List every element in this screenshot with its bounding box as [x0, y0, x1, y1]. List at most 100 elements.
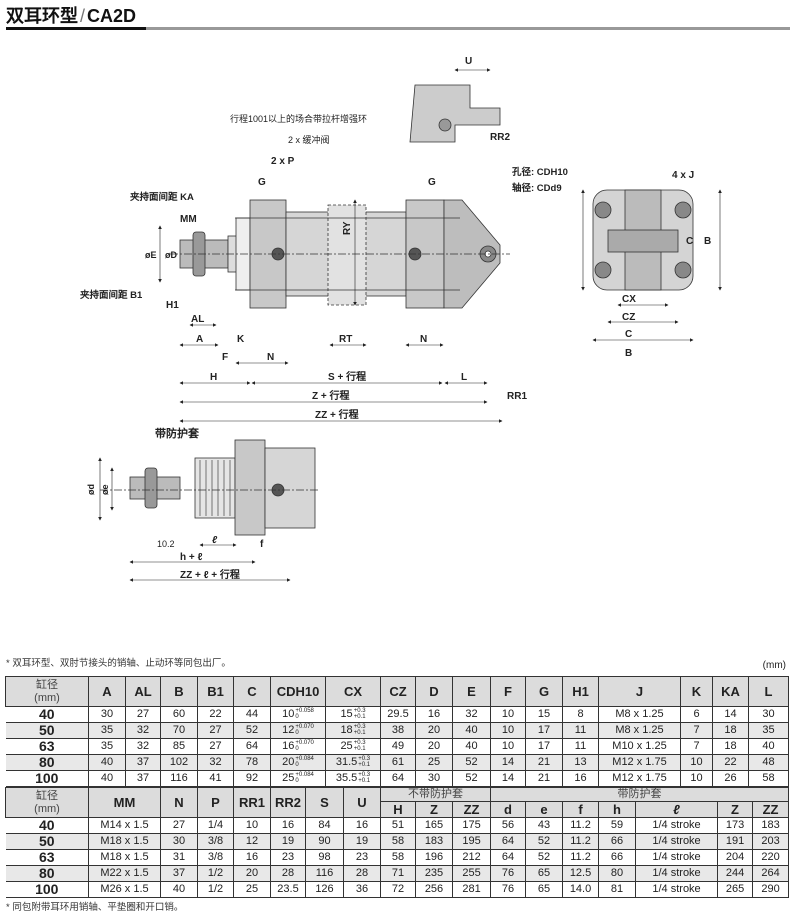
cell-k: 7: [680, 722, 713, 739]
table-cell: 31: [160, 849, 198, 866]
cell-d: 20: [415, 738, 453, 755]
column-header: G: [525, 676, 563, 707]
table-cell: 80: [598, 865, 637, 882]
cell-h1: 11: [562, 738, 599, 755]
cell-f: 14: [490, 770, 526, 787]
label-RR2: RR2: [490, 132, 510, 143]
label-D: øD: [165, 250, 177, 260]
column-header: CX: [325, 676, 381, 707]
bore-cell: 100: [5, 770, 89, 787]
table-cell: M14 x 1.5: [88, 817, 161, 834]
label-RY: RY: [342, 221, 353, 235]
cell-b1: 41: [197, 770, 234, 787]
cell-f: 10: [490, 706, 526, 723]
tolerance-lower: 0: [295, 730, 299, 736]
cell-k: 6: [680, 706, 713, 723]
label-F: F: [222, 352, 228, 363]
table-cell: 183: [752, 817, 790, 834]
column-header: J: [598, 676, 681, 707]
tolerance-upper: +0.070: [295, 724, 314, 730]
table-cell: 65: [525, 881, 564, 898]
table-cell: 36: [343, 881, 381, 898]
cell-f: 10: [490, 722, 526, 739]
label-L: L: [461, 372, 467, 383]
cell-l: 40: [748, 738, 789, 755]
top-detail-view: [409, 84, 501, 143]
cell-g: 17: [525, 738, 563, 755]
table-cell: 71: [380, 865, 416, 882]
cell-f: 10: [490, 738, 526, 755]
cell-b1: 27: [197, 722, 234, 739]
column-header: F: [490, 676, 526, 707]
table-cell: 58: [380, 849, 416, 866]
label-ZZ: ZZ + 行程: [315, 408, 359, 421]
table-cell: 28: [343, 865, 381, 882]
tolerance-upper: +0.3: [353, 724, 366, 730]
table-cell: 76: [490, 865, 527, 882]
cell-cx: 25+0.3+0.1: [325, 738, 381, 755]
table-cell: 191: [717, 833, 754, 850]
table-cell: 98: [305, 849, 344, 866]
label-H1: H1: [166, 300, 179, 311]
cell-ka: 18: [712, 738, 749, 755]
title-model: CA2D: [87, 6, 137, 26]
table-cell: 58: [380, 833, 416, 850]
tolerance-upper: +0.070: [295, 740, 314, 746]
table-cell: 255: [451, 865, 492, 882]
column-header: H1: [562, 676, 599, 707]
table-cell: 175: [451, 817, 492, 834]
bore-cell: 50: [5, 722, 89, 739]
cell-cx: 35.5+0.3+0.1: [325, 770, 381, 787]
cell-al: 32: [125, 722, 161, 739]
cell-k: 7: [680, 738, 713, 755]
tolerance: +0.3+0.1: [354, 724, 366, 736]
table-cell: 220: [752, 849, 790, 866]
cell-c: 44: [233, 706, 271, 723]
table-cell: 64: [490, 833, 527, 850]
cell-h1: 16: [562, 770, 599, 787]
cell-b: 116: [160, 770, 198, 787]
label-C2: C: [625, 329, 632, 340]
column-header: D: [415, 676, 453, 707]
cell-b: 70: [160, 722, 198, 739]
cell-g: 15: [525, 706, 563, 723]
label-U: U: [465, 56, 472, 67]
table-cell: 66: [598, 833, 637, 850]
column-header: ZZ: [752, 801, 790, 818]
column-header: N: [160, 787, 198, 818]
cell-g: 21: [525, 770, 563, 787]
boot-label-l: ℓ: [212, 535, 218, 546]
tolerance: +0.3+0.1: [354, 708, 366, 720]
cell-al: 37: [125, 754, 161, 771]
table-cell: 11.2: [562, 849, 600, 866]
tolerance-base: 25: [282, 772, 295, 784]
tolerance-upper: +0.3: [353, 708, 366, 714]
cell-a: 35: [88, 722, 126, 739]
column-header: A: [88, 676, 126, 707]
column-header: CZ: [380, 676, 416, 707]
label-Z: Z + 行程: [312, 389, 350, 402]
dimension-lines: [98, 68, 722, 582]
label-KA: 夹持面间距 KA: [129, 191, 194, 203]
cell-cz: 29.5: [380, 706, 416, 723]
table-cell: 12: [233, 833, 271, 850]
title-cn: 双耳环型: [6, 6, 78, 26]
label-CZ: CZ: [622, 312, 635, 323]
table-cell: 23: [270, 849, 306, 866]
label-G2: G: [428, 177, 436, 188]
table-cell: 1/4 stroke: [635, 833, 719, 850]
table-cell: 19: [343, 833, 381, 850]
tolerance-base: 20: [282, 756, 295, 768]
label-G: G: [258, 177, 266, 188]
cell-b: 102: [160, 754, 198, 771]
table-cell: 1/4 stroke: [635, 881, 719, 898]
table-cell: 235: [415, 865, 453, 882]
cell-j: M10 x 1.25: [598, 738, 681, 755]
tolerance: +0.3+0.1: [358, 756, 370, 768]
